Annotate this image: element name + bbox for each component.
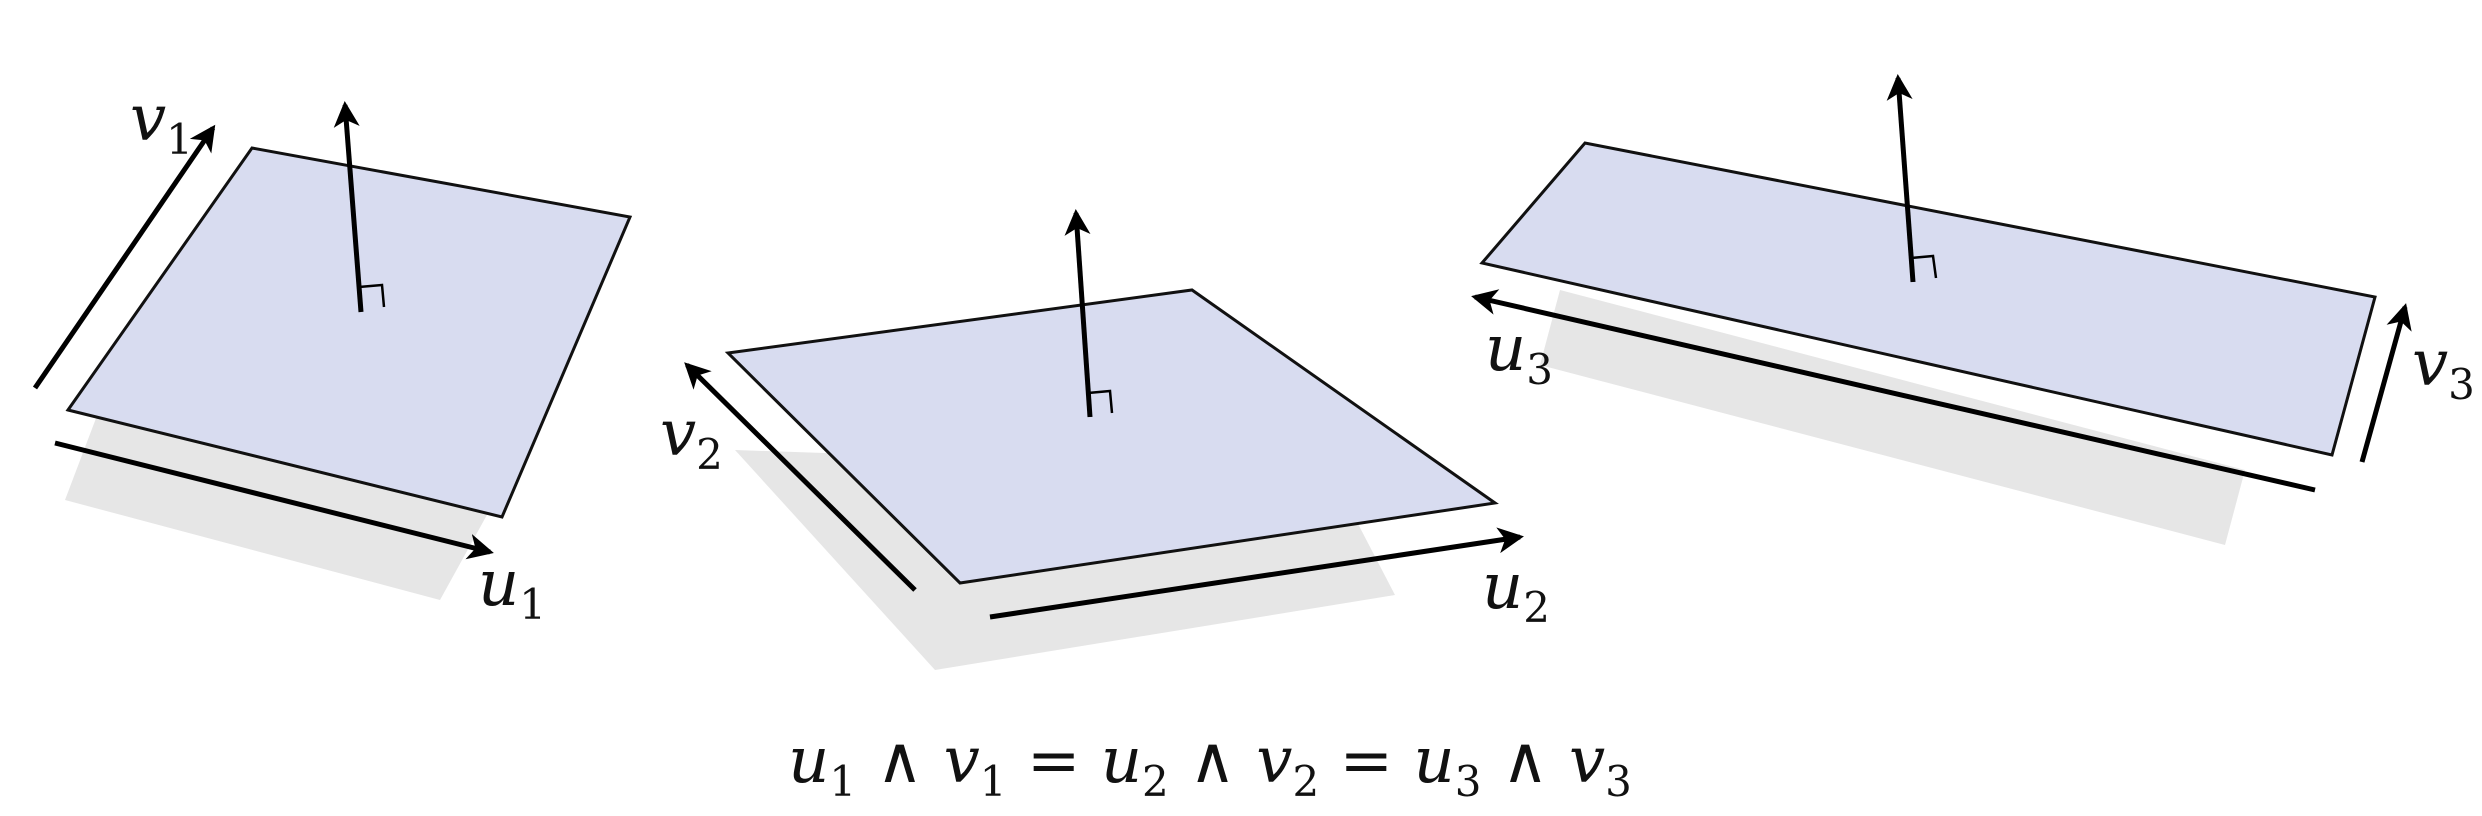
panel-1: v1 u1	[32, 82, 633, 629]
normal-3-arrow	[1886, 74, 1916, 283]
vector-u1-arrow	[54, 440, 494, 560]
vector-v3-arrow	[2359, 303, 2412, 463]
label-u1: u1	[478, 547, 546, 629]
equation: u1 ∧ v1 = u2 ∧ v2 = u3 ∧ v3	[788, 724, 1632, 806]
vector-u2-arrow	[989, 527, 1524, 620]
right-angle-2-marker	[1087, 389, 1114, 414]
label-u2: u2	[1482, 550, 1550, 632]
plane-3	[1479, 141, 2377, 457]
label-v3: v3	[2412, 327, 2475, 409]
right-angle-1-marker	[358, 283, 386, 308]
vector-v1-arrow	[32, 124, 216, 390]
vector-v2-arrow	[684, 362, 917, 592]
label-v2: v2	[660, 397, 723, 479]
normal-2-arrow	[1064, 209, 1093, 418]
plane-2	[724, 288, 1499, 585]
label-v1: v1	[130, 82, 193, 164]
label-u3: u3	[1485, 312, 1553, 394]
vector-u3-arrow	[1471, 289, 2316, 493]
normal-1-arrow	[333, 101, 364, 313]
plane-1	[65, 146, 633, 519]
right-angle-3-marker	[1910, 254, 1938, 279]
panel-2: v2 u2	[660, 209, 1550, 670]
panel-3: u3 v3	[1471, 74, 2475, 545]
